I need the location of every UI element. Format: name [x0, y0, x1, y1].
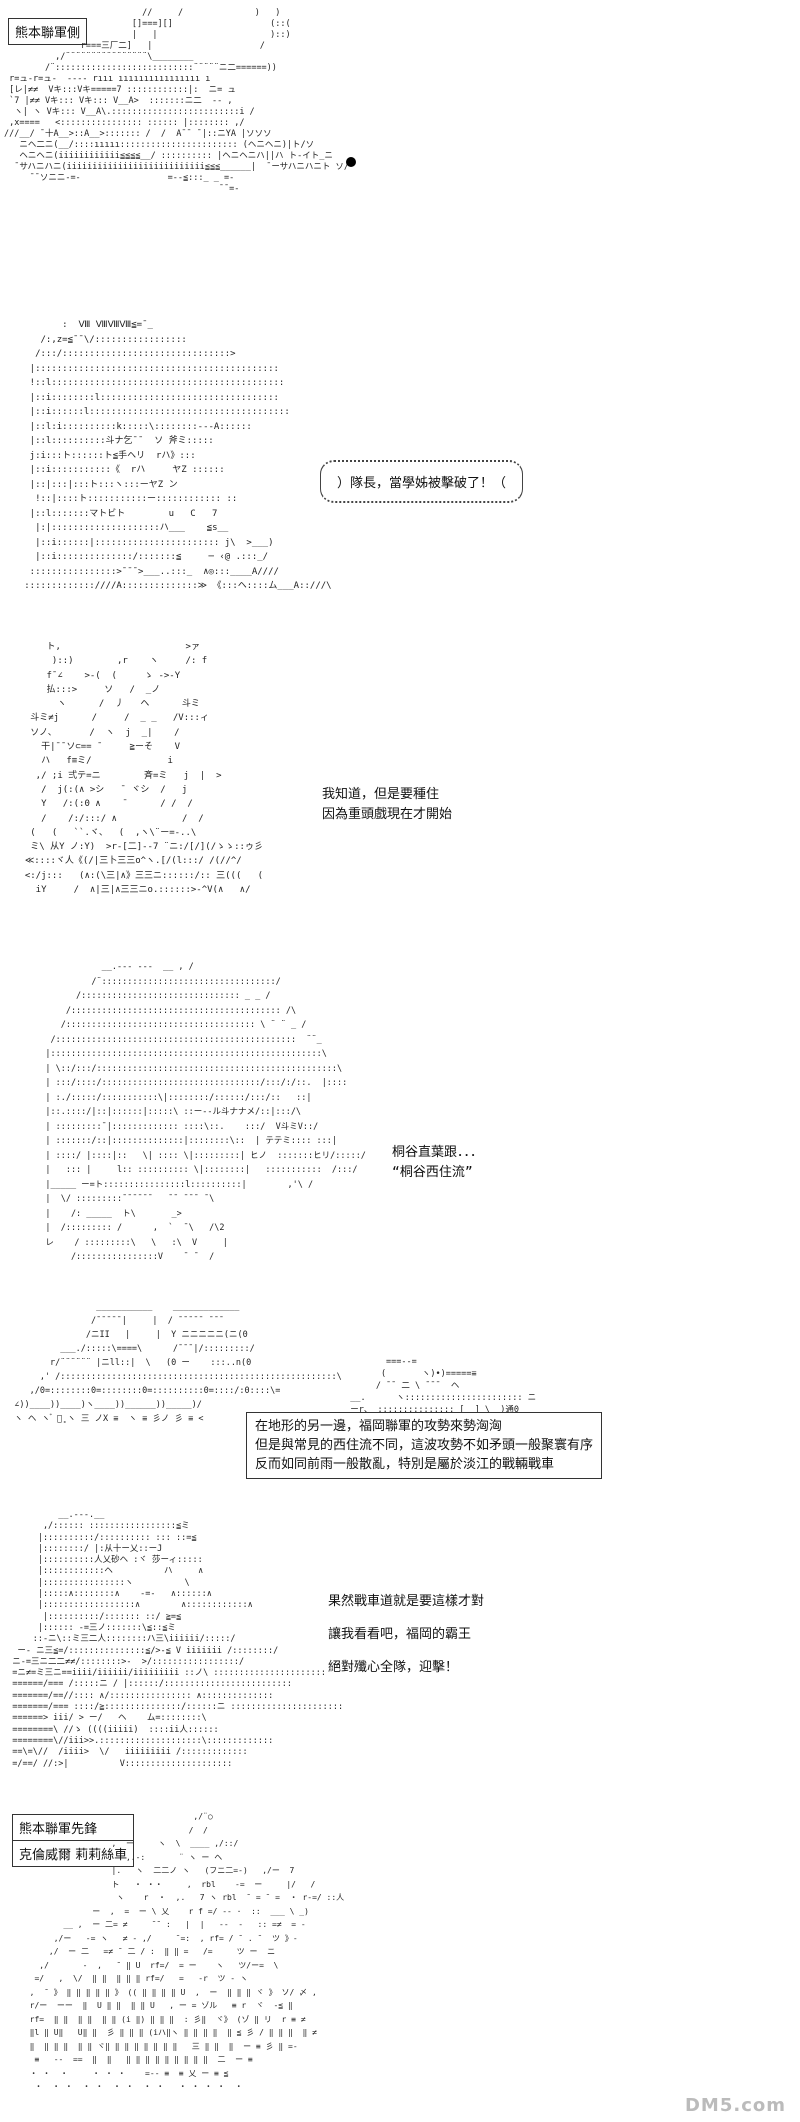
panel-3-caption: 我知道，但是要種住 因為重頭戲現在才開始	[322, 787, 453, 822]
speech-bubble: ）隊長，當學姊被擊破了！（	[320, 460, 524, 503]
panel-7-label-box-1: 熊本聯軍先鋒	[12, 1814, 135, 1841]
watermark-text: DM5.com	[684, 2095, 786, 2116]
girl-ascii-art: : Ⅷ ⅧⅧⅧ≦=¯_ /:,z=≦¯¯\/::::::::::::::::: …	[24, 320, 332, 591]
panel-7-label-2: 克倫威爾 莉莉絲車	[19, 1848, 128, 1863]
girl-2-ascii-art: __.--- --- __ , / /¨::::::::::::::::::::…	[45, 962, 366, 1262]
panel-5: ___________ _____________ /¯¯¯¯¯| | / ¯¯…	[0, 1300, 800, 1490]
panel-3: ト, >ァ )::) ,r ヽ /: f f¯∠ >-( ( ゝ ->-Y 払:…	[0, 640, 800, 940]
panel-7-label-1: 熊本聯軍先鋒	[19, 1822, 98, 1837]
panel-1: 熊本聯軍側 // / ) ) []===][] (::( | | )::) r=…	[0, 0, 800, 300]
panel-1-label-box: 熊本聯軍側	[8, 18, 88, 45]
watermark-logo: DM5.com	[685, 2095, 786, 2116]
panel-4: __.--- --- __ , / /¨::::::::::::::::::::…	[0, 960, 800, 1280]
panel-1-label: 熊本聯軍側	[15, 26, 81, 41]
cromwell-tank-ascii-art: ,/¨○ / / , ー ヽ \ ____ ,/::/ ,.-: ¨ ヽ ー ヘ…	[29, 1812, 345, 2091]
tank-hatch-dot	[346, 157, 356, 167]
narration-text: 在地形的另一邊，福岡聯軍的攻勢來勢洶洶 但是與常見的西住流不同，這波攻勢不如矛頭…	[255, 1419, 594, 1472]
panel-6-caption: 果然戰車道就是要這樣才對 讓我看看吧，福岡的霸王 絕對殲心全隊，迎擊！	[328, 1594, 485, 1675]
panel-4-caption: 桐谷直葉跟．．． “桐谷西住流”	[392, 1145, 484, 1180]
panel-2: : Ⅷ ⅧⅧⅧ≦=¯_ /:,z=≦¯¯\/::::::::::::::::: …	[0, 318, 800, 618]
commander-ascii-art: __.---.__ ,/:::::: :::::::::::::::::≦ミ |…	[12, 1510, 344, 1769]
narration-box: 在地形的另一邊，福岡聯軍的攻勢來勢洶洶 但是與常見的西住流不同，這波攻勢不如矛頭…	[246, 1412, 603, 1479]
panel-6: __.---.__ ,/:::::: :::::::::::::::::≦ミ |…	[0, 1510, 800, 1770]
character-ascii-art: ト, >ァ )::) ,r ヽ /: f f¯∠ >-( ( ゝ ->-Y 払:…	[24, 642, 264, 896]
panel-7: 熊本聯軍先鋒 克倫威爾 莉莉絲車 ,/¨○ / / , ー ヽ \ ____ ,…	[0, 1800, 800, 2122]
panel-7-labels: 熊本聯軍先鋒 克倫威爾 莉莉絲車	[12, 1814, 135, 1867]
panel-7-label-box-2: 克倫威爾 莉莉絲車	[12, 1840, 135, 1867]
speech-text: ）隊長，當學姊被擊破了！（	[337, 476, 507, 491]
tank-ascii-art: // / ) ) []===][] (::( | | )::) r===三厂二]…	[4, 8, 350, 194]
tanks-ascii-art: ___________ _____________ /¯¯¯¯¯| | / ¯¯…	[14, 1302, 342, 1424]
